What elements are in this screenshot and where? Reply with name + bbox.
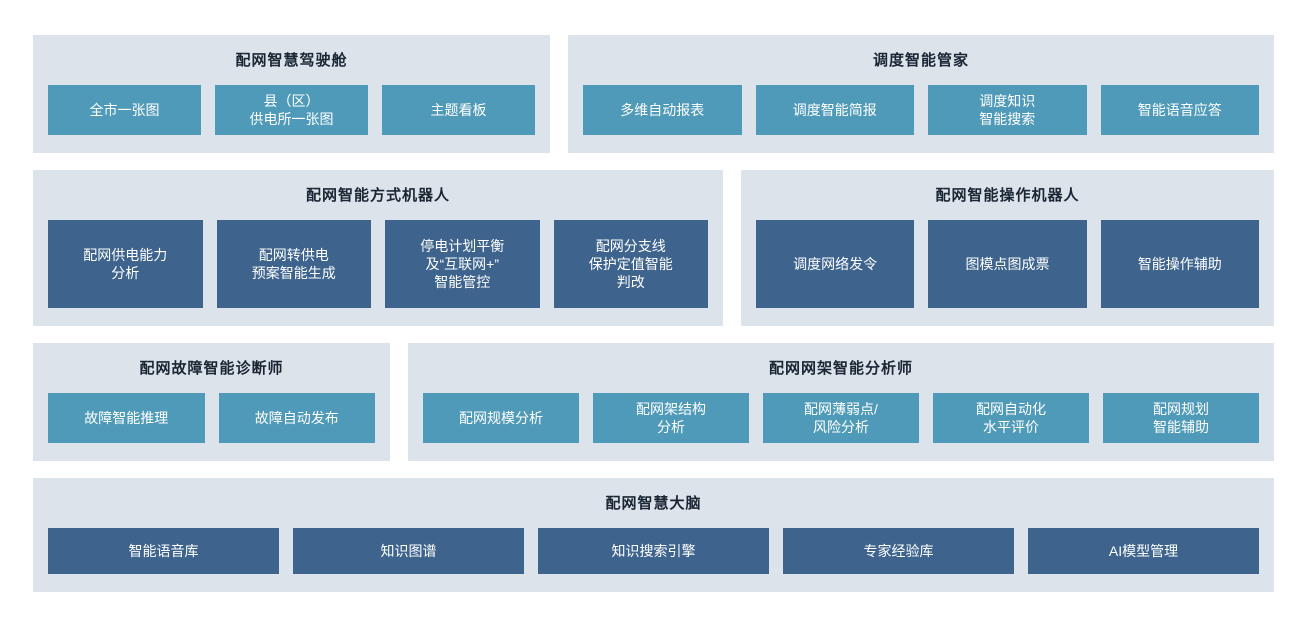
tile-supply-capacity-analysis[interactable]: 配网供电能力 分析: [48, 220, 203, 308]
tile-transfer-supply-plan-gen[interactable]: 配网转供电 预案智能生成: [216, 220, 371, 308]
panel-title-smart-brain: 配网智慧大脑: [605, 495, 702, 512]
tile-theme-dashboard[interactable]: 主题看板: [382, 85, 535, 135]
panel-mode-robot: 配网智能方式机器人 配网供电能力 分析 配网转供电 预案智能生成 停电计划平衡 …: [33, 170, 723, 326]
panel-title-grid-structure-analyst: 配网网架智能分析师: [768, 360, 913, 377]
row-4: 配网智慧大脑 智能语音库 知识图谱 知识搜索引擎 专家经验库 AI模型管理: [33, 478, 1274, 592]
panel-title-operation-robot: 配网智能操作机器人: [935, 187, 1080, 204]
panel-title-dispatch-smart-butler: 调度智能管家: [872, 52, 969, 69]
tile-dispatch-smart-briefing[interactable]: 调度智能简报: [755, 85, 914, 135]
tile-group: 全市一张图 县（区） 供电所一张图 主题看板: [48, 85, 535, 135]
tile-smart-operation-assist[interactable]: 智能操作辅助: [1100, 220, 1259, 308]
tile-automation-level-eval[interactable]: 配网自动化 水平评价: [933, 393, 1089, 443]
panel-smart-brain: 配网智慧大脑 智能语音库 知识图谱 知识搜索引擎 专家经验库 AI模型管理: [33, 478, 1274, 592]
row-2: 配网智能方式机器人 配网供电能力 分析 配网转供电 预案智能生成 停电计划平衡 …: [33, 170, 1274, 326]
tile-planning-smart-assist[interactable]: 配网规划 智能辅助: [1103, 393, 1259, 443]
panel-title-mode-robot: 配网智能方式机器人: [305, 187, 450, 204]
architecture-diagram: 配网智慧驾驶舱 全市一张图 县（区） 供电所一张图 主题看板 调度智能管家 多维…: [33, 35, 1274, 592]
panel-smart-cockpit: 配网智慧驾驶舱 全市一张图 县（区） 供电所一张图 主题看板: [33, 35, 550, 153]
tile-branch-protection-setting[interactable]: 配网分支线 保护定值智能 判改: [553, 220, 708, 308]
tile-fault-auto-publish[interactable]: 故障自动发布: [218, 393, 375, 443]
panel-fault-diagnostician: 配网故障智能诊断师 故障智能推理 故障自动发布: [33, 343, 390, 461]
panel-grid-structure-analyst: 配网网架智能分析师 配网规模分析 配网架结构 分析 配网薄弱点/ 风险分析 配网…: [408, 343, 1274, 461]
row-3: 配网故障智能诊断师 故障智能推理 故障自动发布 配网网架智能分析师 配网规模分析…: [33, 343, 1274, 461]
tile-group: 多维自动报表 调度智能简报 调度知识 智能搜索 智能语音应答: [583, 85, 1259, 135]
tile-group: 配网规模分析 配网架结构 分析 配网薄弱点/ 风险分析 配网自动化 水平评价 配…: [423, 393, 1259, 443]
tile-multidim-auto-report[interactable]: 多维自动报表: [583, 85, 742, 135]
tile-county-station-map[interactable]: 县（区） 供电所一张图: [215, 85, 368, 135]
tile-dispatch-network-order[interactable]: 调度网络发令: [756, 220, 915, 308]
tile-voice-library[interactable]: 智能语音库: [48, 528, 279, 574]
tile-group: 故障智能推理 故障自动发布: [48, 393, 375, 443]
tile-group: 配网供电能力 分析 配网转供电 预案智能生成 停电计划平衡 及“互联网+” 智能…: [48, 220, 708, 308]
tile-smart-voice-answer[interactable]: 智能语音应答: [1100, 85, 1259, 135]
tile-grid-scale-analysis[interactable]: 配网规模分析: [423, 393, 579, 443]
tile-expert-experience-library[interactable]: 专家经验库: [783, 528, 1014, 574]
tile-knowledge-search-engine[interactable]: 知识搜索引擎: [538, 528, 769, 574]
panel-title-smart-cockpit: 配网智慧驾驶舱: [235, 52, 348, 69]
tile-graph-model-ticket[interactable]: 图模点图成票: [928, 220, 1087, 308]
tile-fault-smart-reasoning[interactable]: 故障智能推理: [48, 393, 205, 443]
panel-title-fault-diagnostician: 配网故障智能诊断师: [139, 360, 284, 377]
tile-group: 智能语音库 知识图谱 知识搜索引擎 专家经验库 AI模型管理: [48, 528, 1259, 574]
tile-grid-structure-analysis[interactable]: 配网架结构 分析: [593, 393, 749, 443]
tile-group: 调度网络发令 图模点图成票 智能操作辅助: [756, 220, 1259, 308]
row-1: 配网智慧驾驶舱 全市一张图 县（区） 供电所一张图 主题看板 调度智能管家 多维…: [33, 35, 1274, 153]
tile-knowledge-graph[interactable]: 知识图谱: [293, 528, 524, 574]
tile-city-one-map[interactable]: 全市一张图: [48, 85, 201, 135]
tile-dispatch-knowledge-search[interactable]: 调度知识 智能搜索: [928, 85, 1087, 135]
panel-operation-robot: 配网智能操作机器人 调度网络发令 图模点图成票 智能操作辅助: [741, 170, 1274, 326]
tile-ai-model-management[interactable]: AI模型管理: [1028, 528, 1259, 574]
panel-dispatch-smart-butler: 调度智能管家 多维自动报表 调度智能简报 调度知识 智能搜索 智能语音应答: [568, 35, 1274, 153]
tile-weakpoint-risk-analysis[interactable]: 配网薄弱点/ 风险分析: [763, 393, 919, 443]
tile-outage-plan-smart-control[interactable]: 停电计划平衡 及“互联网+” 智能管控: [385, 220, 540, 308]
